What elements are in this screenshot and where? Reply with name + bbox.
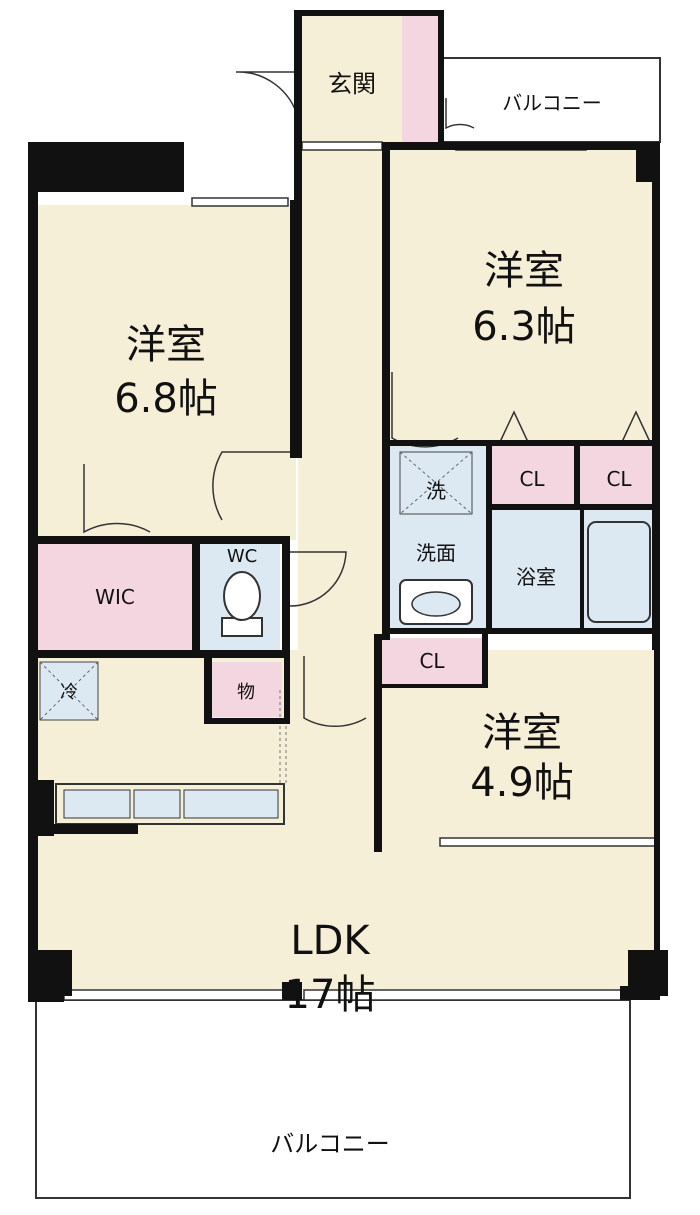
storage-floor [210,662,282,717]
balcony-bottom-label: バルコニー [270,1130,390,1158]
western-top-right-size: 6.3帖 [472,304,576,350]
cl-1-floor [492,445,574,505]
entrance-shoe-cabinet [402,14,440,142]
washroom-label: 洗面 [416,541,456,565]
bathtub [587,521,651,623]
western-top-right-floor [390,150,658,442]
cl-3-floor [382,638,482,686]
western-mid-right-floor [382,686,658,846]
entrance-floor [298,14,402,150]
toilet-bowl [223,571,261,621]
entrance-label: 玄関 [328,70,376,98]
kitchen-sink [63,789,131,819]
wic-label: WIC [95,585,135,609]
kitchen-stove [183,789,279,819]
cl-2-floor [580,445,658,505]
washer-label: 洗 [426,479,446,503]
cl-3-label: CL [419,649,445,673]
western-top-right-label: 洋室 [484,248,564,294]
storage-label: 物 [237,682,255,703]
balcony-bottom-area [35,999,631,1199]
kitchen-worktop [133,789,181,819]
corridor-floor [298,150,382,660]
western-mid-right-size: 4.9帖 [470,760,574,806]
ldk-size: 17帖 [285,972,376,1018]
balcony-top-label: バルコニー [502,91,602,115]
ldk-label: LDK [290,918,371,964]
western-left-floor [36,205,296,540]
wic-floor [36,543,194,650]
fridge-label: 冷 [60,682,78,703]
cl-2-label: CL [606,467,632,491]
western-left-size: 6.8帖 [114,376,218,422]
western-left-label: 洋室 [126,322,206,368]
cl-1-label: CL [519,467,545,491]
wc-label: WC [227,546,257,567]
bathroom-label: 浴室 [516,565,556,589]
western-mid-right-label: 洋室 [482,710,562,756]
